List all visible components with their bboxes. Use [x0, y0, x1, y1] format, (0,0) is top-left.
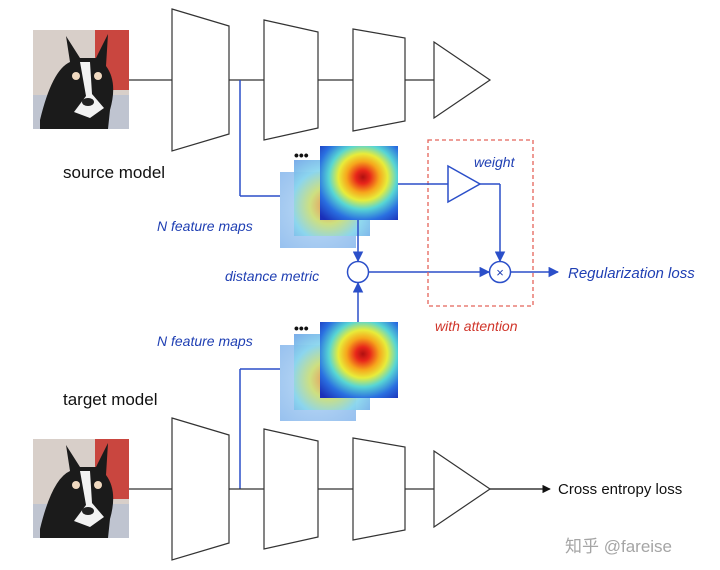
target-feature-maps: ••• N feature maps [157, 320, 398, 489]
watermark: 知乎 @fareise [565, 537, 672, 556]
source-conv-layer-2 [263, 19, 319, 141]
target-conv-layer-2 [263, 428, 319, 550]
regularization-loss-label: Regularization loss [568, 265, 695, 282]
source-model: source model [33, 8, 492, 182]
multiply-icon: × [496, 265, 504, 280]
source-conv-layer-1 [171, 8, 230, 152]
attention-dashed-box [427, 139, 534, 307]
distance-metric-label: distance metric [225, 268, 319, 284]
source-dog-photo [33, 30, 129, 129]
n-feature-maps-top-label: N feature maps [157, 218, 253, 234]
ellipsis-top: ••• [294, 147, 309, 163]
target-dog-photo [33, 439, 129, 538]
multiply-node [488, 260, 512, 284]
target-conv-layer-3 [352, 437, 406, 541]
weight-label: weight [474, 154, 516, 170]
source-model-label: source model [63, 163, 165, 182]
source-conv-layer-3 [352, 28, 406, 132]
with-attention-label: with attention [435, 318, 518, 334]
target-fc-layer [433, 449, 492, 529]
feature-map-front-heatmap-icon [320, 146, 398, 220]
distance-metric-circle [346, 260, 370, 284]
target-feature-map-front-heatmap-icon [320, 322, 398, 398]
target-conv-layer-1 [171, 417, 230, 561]
source-fc-layer [433, 40, 492, 120]
source-feature-maps: ••• N feature maps [157, 80, 398, 248]
cross-entropy-loss-label: Cross entropy loss [558, 481, 682, 498]
weight-layer [447, 164, 482, 204]
target-model-label: target model [63, 390, 158, 409]
ellipsis-bottom: ••• [294, 320, 309, 336]
target-model: target model Cross entropy loss [33, 390, 682, 561]
n-feature-maps-bottom-label: N feature maps [157, 333, 253, 349]
distance-metric-node: distance metric [225, 220, 491, 325]
attention-box: weight × with attention [398, 139, 534, 334]
